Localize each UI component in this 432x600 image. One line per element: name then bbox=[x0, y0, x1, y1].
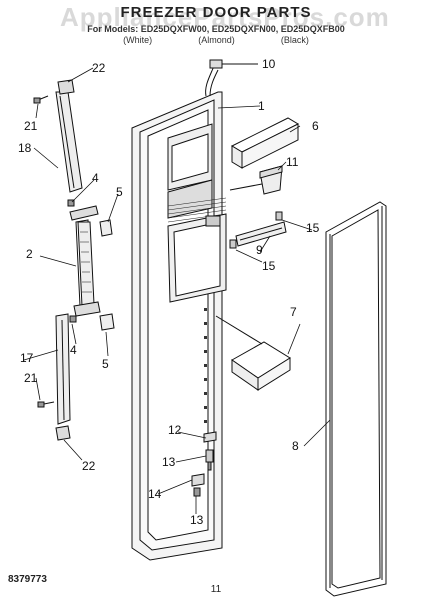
hinge-screw bbox=[193, 487, 201, 497]
callout-15-top: 15 bbox=[306, 221, 320, 235]
upper-trim-strip bbox=[55, 91, 83, 193]
callout-9: 9 bbox=[256, 243, 263, 257]
callout-22-top: 22 bbox=[92, 61, 106, 75]
callout-17: 17 bbox=[20, 351, 34, 365]
top-hinge-bracket bbox=[57, 79, 75, 95]
callout-7: 7 bbox=[290, 305, 297, 319]
color-black-label: (Black) bbox=[280, 35, 309, 45]
door-bin-top bbox=[230, 117, 300, 169]
callout-21-bottom: 21 bbox=[24, 371, 38, 385]
door-liner bbox=[131, 91, 227, 561]
bottom-hinge-cap bbox=[203, 431, 217, 443]
bottom-screw bbox=[37, 401, 55, 408]
handle-screw-lower bbox=[69, 315, 77, 323]
trim-clip-upper bbox=[275, 211, 283, 221]
dispenser-trim bbox=[235, 221, 287, 247]
top-screw bbox=[33, 95, 49, 104]
lower-trim-strip bbox=[55, 313, 71, 425]
callout-18: 18 bbox=[18, 141, 32, 155]
callout-22-bottom: 22 bbox=[82, 459, 96, 473]
models-line: For Models: ED25DQXFW00, ED25DQXFN00, ED… bbox=[87, 24, 345, 34]
callout-5-bottom: 5 bbox=[102, 357, 109, 371]
hinge-bushing bbox=[191, 473, 205, 487]
page-number: 11 bbox=[210, 584, 222, 595]
callout-4-bottom: 4 bbox=[70, 343, 77, 357]
callout-15-bottom: 15 bbox=[262, 259, 276, 273]
callout-13-upper: 13 bbox=[162, 455, 176, 469]
callout-14: 14 bbox=[148, 487, 162, 501]
document-number: 8379773 bbox=[8, 574, 47, 585]
bottom-hinge-bracket bbox=[55, 425, 71, 441]
callout-5-top: 5 bbox=[116, 185, 123, 199]
callout-12: 12 bbox=[168, 423, 182, 437]
color-white-label: (White) bbox=[123, 35, 153, 45]
door-gasket bbox=[325, 201, 387, 597]
callout-8: 8 bbox=[292, 439, 299, 453]
callout-1: 1 bbox=[258, 99, 265, 113]
handle-screw-upper bbox=[67, 199, 75, 207]
color-almond-label: (Almond) bbox=[198, 35, 235, 45]
callout-2: 2 bbox=[26, 247, 33, 261]
handle-cap-lower bbox=[99, 313, 115, 331]
color-labels: (White) (Almond) (Black) bbox=[100, 35, 332, 45]
page-title: FREEZER DOOR PARTS bbox=[120, 4, 312, 21]
door-bin-lower bbox=[215, 315, 291, 391]
callout-10: 10 bbox=[262, 57, 276, 71]
ice-chute bbox=[229, 165, 283, 195]
callout-13-lower: 13 bbox=[190, 513, 204, 527]
callout-6: 6 bbox=[312, 119, 319, 133]
callout-21-top: 21 bbox=[24, 119, 38, 133]
callout-11: 11 bbox=[286, 155, 299, 169]
trim-clip-lower bbox=[229, 239, 237, 249]
handle-cap-upper bbox=[99, 219, 113, 237]
door-handle bbox=[69, 205, 101, 317]
callout-4-top: 4 bbox=[92, 171, 99, 185]
wiring-harness bbox=[205, 59, 258, 97]
